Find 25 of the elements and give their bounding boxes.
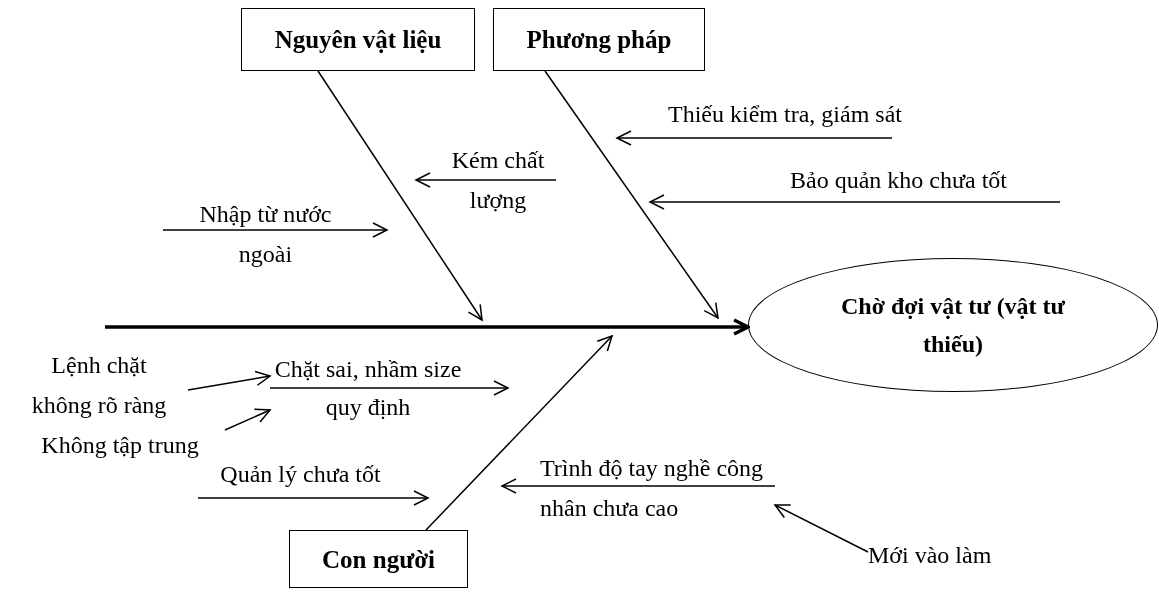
arrow xyxy=(774,504,869,553)
arrow xyxy=(415,172,557,188)
cause-label: Chặt sai, nhầm size quy định xyxy=(270,350,466,430)
arrow xyxy=(544,70,719,319)
cause-label: Lệnh chặt không rõ ràng xyxy=(10,345,188,425)
arrow xyxy=(425,335,613,531)
category-box: Phương pháp xyxy=(493,8,705,71)
cause-label: Nhập từ nước ngoài xyxy=(163,194,368,274)
arrow xyxy=(501,478,776,494)
cause-label: Trình độ tay nghề công nhân chưa cao xyxy=(540,448,775,528)
arrow xyxy=(162,222,388,238)
cause-label: Mới vào làm xyxy=(868,538,1028,574)
category-box: Nguyên vật liệu xyxy=(241,8,475,71)
cause-label: Bảo quản kho chưa tốt xyxy=(790,163,1060,202)
arrow xyxy=(269,380,509,396)
arrow xyxy=(317,70,483,321)
spine-arrow xyxy=(105,318,750,336)
arrow xyxy=(224,408,271,431)
arrow xyxy=(197,490,429,506)
arrow xyxy=(187,370,271,391)
cause-label: Thiếu kiểm tra, giám sát xyxy=(630,97,940,138)
arrow xyxy=(649,194,1061,210)
cause-label: Kém chất lượng xyxy=(440,140,556,220)
arrow xyxy=(616,130,893,146)
category-box: Con người xyxy=(289,530,468,588)
